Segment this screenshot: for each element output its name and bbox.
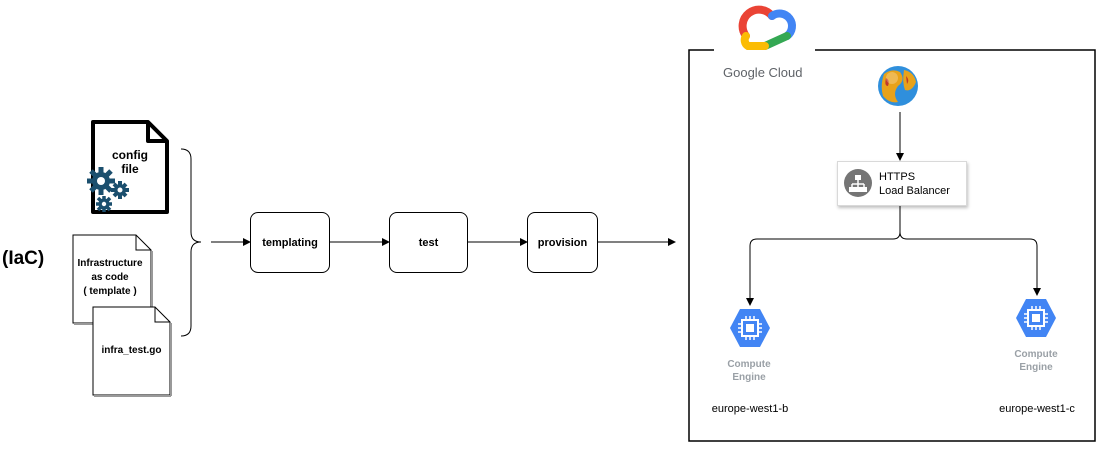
load-balancer-icon bbox=[844, 169, 872, 197]
templating-step[interactable]: templating bbox=[250, 212, 330, 273]
compute-right-line2: Engine bbox=[1019, 362, 1053, 373]
compute-engine-right-icon bbox=[1016, 299, 1056, 337]
load-balancer-label: HTTPS Load Balancer bbox=[879, 170, 950, 198]
test-file-document-icon bbox=[92, 306, 172, 397]
zone-left-label: europe-west1-b bbox=[711, 403, 789, 415]
template-doc-line3: ( template ) bbox=[83, 286, 137, 297]
config-file-line2: file bbox=[121, 162, 139, 176]
template-document-label: Infrastructure as code ( template ) bbox=[73, 257, 147, 299]
config-file-label: config file bbox=[107, 148, 153, 176]
compute-engine-left-icon bbox=[730, 309, 770, 347]
compute-left-line1: Compute bbox=[727, 359, 771, 370]
test-step[interactable]: test bbox=[389, 212, 468, 273]
connector-lb-to-right bbox=[899, 231, 1041, 296]
google-cloud-brand: Google Cloud bbox=[723, 65, 803, 80]
compute-right-line1: Compute bbox=[1014, 349, 1058, 360]
lb-line1: HTTPS bbox=[879, 171, 916, 183]
internet-globe-icon bbox=[878, 66, 918, 106]
compute-engine-left-label: Compute Engine bbox=[709, 358, 789, 384]
compute-left-line2: Engine bbox=[732, 372, 766, 383]
google-cloud-logo-icon bbox=[738, 5, 796, 50]
compute-engine-right-label: Compute Engine bbox=[996, 348, 1076, 374]
google-cloud-frame bbox=[688, 49, 1096, 442]
templating-step-label: templating bbox=[262, 236, 318, 249]
connector-lb-to-left bbox=[746, 205, 901, 306]
zone-right-label: europe-west1-c bbox=[999, 403, 1075, 415]
test-file-label: infra_test.go bbox=[101, 345, 162, 356]
template-doc-line2: as code bbox=[91, 272, 129, 283]
config-file-line1: config bbox=[112, 148, 148, 162]
provision-step-label: provision bbox=[537, 236, 588, 249]
test-step-label: test bbox=[418, 236, 439, 249]
provision-step[interactable]: provision bbox=[527, 212, 598, 273]
iac-label: (IaC) bbox=[2, 248, 45, 269]
load-balancer-node[interactable]: HTTPS Load Balancer bbox=[837, 161, 967, 206]
template-doc-line1: Infrastructure bbox=[77, 258, 143, 269]
grouping-brace bbox=[180, 148, 202, 337]
gears-icon bbox=[87, 167, 129, 212]
lb-line2: Load Balancer bbox=[879, 185, 950, 197]
